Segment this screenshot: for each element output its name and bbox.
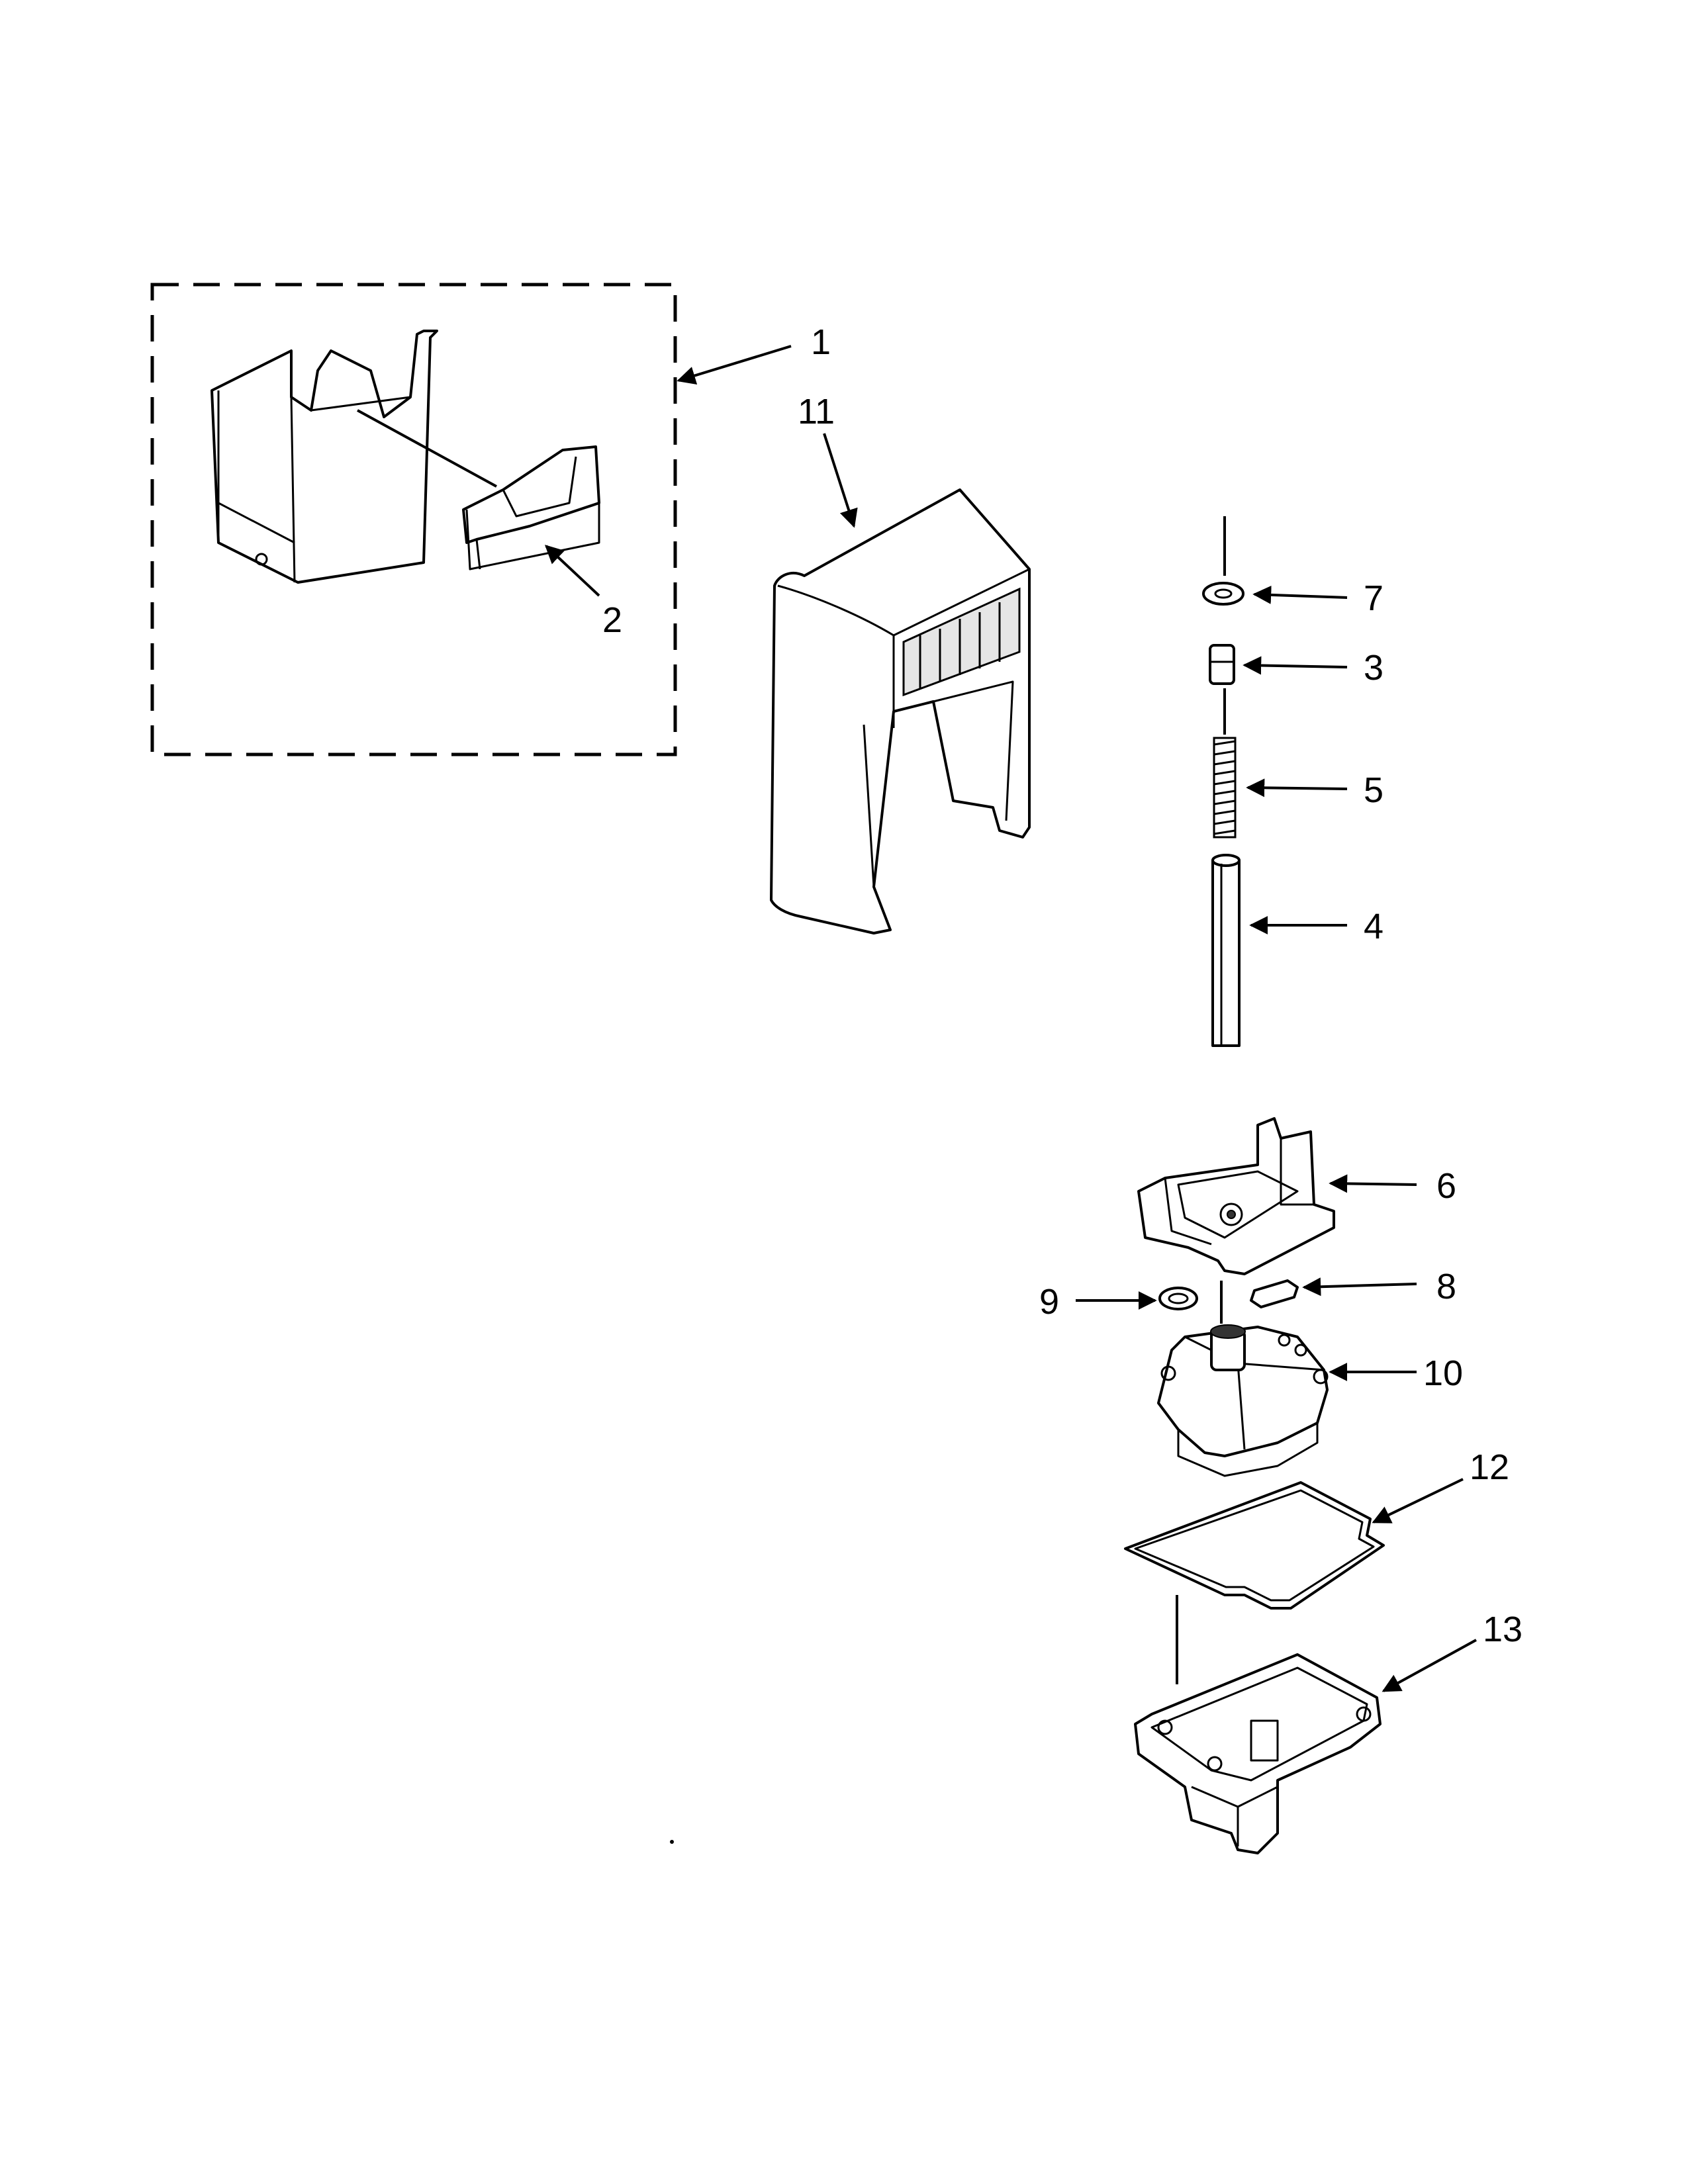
leader-3 (1243, 656, 1348, 675)
callout-5: 5 (1364, 770, 1383, 810)
callout-6: 6 (1436, 1166, 1456, 1206)
leader-11 (823, 433, 858, 528)
leader-5 (1246, 778, 1348, 797)
leader-13 (1382, 1639, 1477, 1692)
stray-mark (670, 1840, 674, 1844)
callout-7: 7 (1364, 578, 1383, 618)
leader-7 (1252, 585, 1348, 604)
auger-housing-part-13 (1134, 1653, 1382, 1854)
dispenser-housing-part-11 (770, 488, 1031, 934)
coupler-part-3 (1209, 644, 1235, 685)
pad-part-8 (1250, 1279, 1299, 1308)
callout-12: 12 (1470, 1447, 1509, 1487)
callout-4: 4 (1364, 907, 1383, 946)
callout-1: 1 (811, 322, 831, 362)
callout-3: 3 (1364, 648, 1383, 688)
ice-bucket-part (211, 330, 438, 584)
shaft-part-4 (1211, 854, 1241, 1047)
callout-9: 9 (1039, 1282, 1059, 1322)
assembly-group-box (150, 283, 677, 756)
motor-part-10 (1157, 1324, 1329, 1477)
auger-bracket-part-6 (1137, 1117, 1335, 1275)
washer-part-7 (1202, 582, 1244, 606)
leader-2 (544, 545, 600, 597)
leader-6 (1329, 1174, 1417, 1193)
callout-10: 10 (1423, 1353, 1463, 1393)
washer-part-9 (1158, 1287, 1198, 1310)
callout-13: 13 (1483, 1610, 1523, 1649)
callout-8: 8 (1436, 1267, 1456, 1306)
callout-2: 2 (602, 600, 622, 640)
clip-part-2 (462, 445, 600, 570)
leader-1 (677, 345, 792, 385)
leader-12 (1372, 1478, 1464, 1524)
callout-11: 11 (798, 392, 835, 432)
leader-8 (1302, 1277, 1417, 1297)
gasket-part-12 (1124, 1481, 1385, 1610)
spring-part-5 (1213, 737, 1237, 839)
